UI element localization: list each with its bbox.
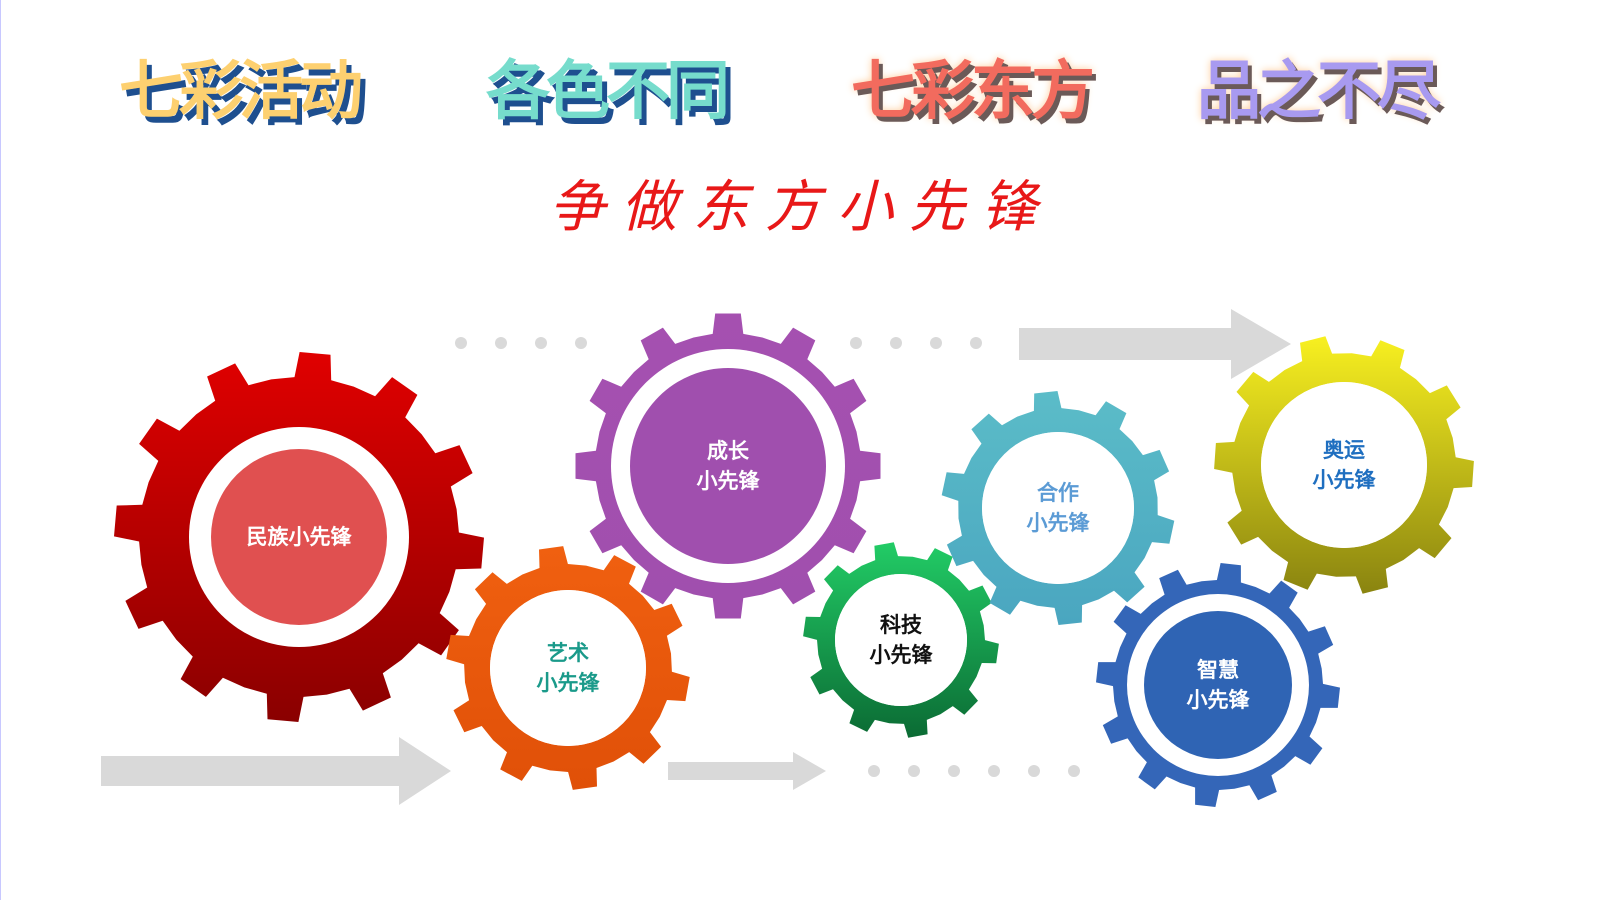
gear-center bbox=[982, 432, 1134, 584]
dot bbox=[1028, 765, 1040, 777]
dot bbox=[455, 337, 467, 349]
title-qicai-dongfang: 七彩东方 bbox=[851, 55, 1095, 129]
arrow-bottom-middle bbox=[668, 752, 826, 790]
dot bbox=[890, 337, 902, 349]
arrow-bottom-left bbox=[101, 737, 451, 805]
gear-label: 小先锋 bbox=[537, 671, 601, 695]
dot bbox=[988, 765, 1000, 777]
gear-label: 小先锋 bbox=[1313, 468, 1377, 492]
decorations bbox=[101, 309, 1291, 805]
arrow-top-right bbox=[1019, 309, 1291, 379]
gear-center bbox=[835, 574, 967, 706]
gear-center bbox=[1261, 382, 1427, 548]
dot bbox=[575, 337, 587, 349]
gear-center bbox=[211, 449, 387, 625]
gear-center bbox=[1144, 611, 1292, 759]
gear-label: 小先锋 bbox=[1027, 511, 1091, 535]
title-qicai-huodong: 七彩活动 bbox=[119, 55, 363, 129]
gear-label: 奥运 bbox=[1323, 438, 1365, 462]
dot bbox=[535, 337, 547, 349]
gear-center bbox=[630, 368, 826, 564]
title-pinzhi-bujin: 品之不尽 bbox=[1197, 55, 1441, 129]
gear-label: 民族小先锋 bbox=[247, 525, 353, 549]
dot bbox=[1068, 765, 1080, 777]
dot bbox=[495, 337, 507, 349]
gear-label: 成长 bbox=[707, 439, 750, 463]
gear-minzu: 民族小先锋 bbox=[114, 352, 484, 722]
gear-label: 小先锋 bbox=[697, 469, 761, 493]
subtitle: 争做东方小先锋 bbox=[549, 175, 1053, 240]
dot bbox=[948, 765, 960, 777]
gear-label: 小先锋 bbox=[1187, 688, 1251, 712]
dot bbox=[930, 337, 942, 349]
gear-label: 艺术 bbox=[547, 641, 589, 665]
gear-center bbox=[490, 590, 646, 746]
gear-label: 小先锋 bbox=[870, 643, 934, 667]
dot bbox=[850, 337, 862, 349]
dot bbox=[908, 765, 920, 777]
dot bbox=[868, 765, 880, 777]
gear-label: 科技 bbox=[880, 613, 923, 637]
title-gese-butong: 各色不同 bbox=[486, 55, 730, 129]
dot bbox=[970, 337, 982, 349]
gear-label: 智慧 bbox=[1197, 658, 1239, 682]
gear-label: 合作 bbox=[1037, 481, 1079, 505]
